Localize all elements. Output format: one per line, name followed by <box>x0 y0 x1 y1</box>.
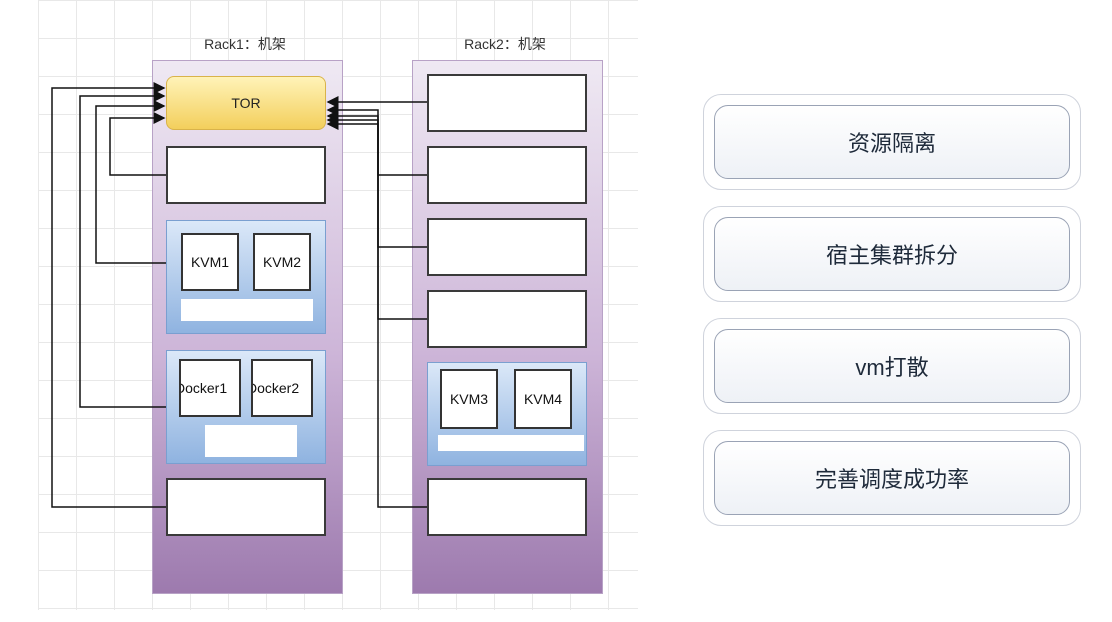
rack1-server-2 <box>166 478 326 536</box>
kvm3-vm: KVM3 <box>440 369 498 429</box>
feature-scheduling-success: 完善调度成功率 <box>703 430 1081 526</box>
feature-label: 宿主集群拆分 <box>714 217 1070 291</box>
rack2-kvm-host: KVM3 KVM4 <box>427 362 587 466</box>
feature-label: 完善调度成功率 <box>714 441 1070 515</box>
link-rack1-docker <box>79 90 166 408</box>
kvm2-vm: KVM2 <box>253 233 311 291</box>
kvm4-vm: KVM4 <box>514 369 572 429</box>
tor-label: TOR <box>231 95 261 111</box>
docker-host-base <box>205 425 297 457</box>
rack2-server-3 <box>427 218 587 276</box>
rack1-kvm-host: KVM1 KVM2 <box>166 220 326 334</box>
feature-vm-spread: vm打散 <box>703 318 1081 414</box>
link-rack1-server2 <box>51 82 166 508</box>
link-rack1-server1 <box>109 112 166 176</box>
docker1-label: Docker1 <box>179 380 228 396</box>
tor-switch: TOR <box>166 76 326 130</box>
feature-resource-isolation: 资源隔离 <box>703 94 1081 190</box>
rack1-docker-host: Docker1 Docker2 <box>166 350 326 464</box>
feature-label: vm打散 <box>714 329 1070 403</box>
docker2-container: Docker2 <box>251 359 313 417</box>
feature-label: 资源隔离 <box>714 105 1070 179</box>
rack2-server-1 <box>427 74 587 132</box>
feature-host-cluster-split: 宿主集群拆分 <box>703 206 1081 302</box>
rack1-server-1 <box>166 146 326 204</box>
rack2-server-5 <box>427 478 587 536</box>
docker1-container: Docker1 <box>179 359 241 417</box>
kvm-host-base <box>181 299 313 321</box>
rack2-server-4 <box>427 290 587 348</box>
docker2-label: Docker2 <box>251 380 300 396</box>
link-rack1-kvm <box>95 100 166 264</box>
rack1-title: Rack1：机架 <box>204 36 286 52</box>
rack2-title: Rack2：机架 <box>464 36 546 52</box>
rack2-server-2 <box>427 146 587 204</box>
kvm1-vm: KVM1 <box>181 233 239 291</box>
kvm-host-base-2 <box>438 435 584 451</box>
link-rack2-server5 <box>326 118 427 508</box>
